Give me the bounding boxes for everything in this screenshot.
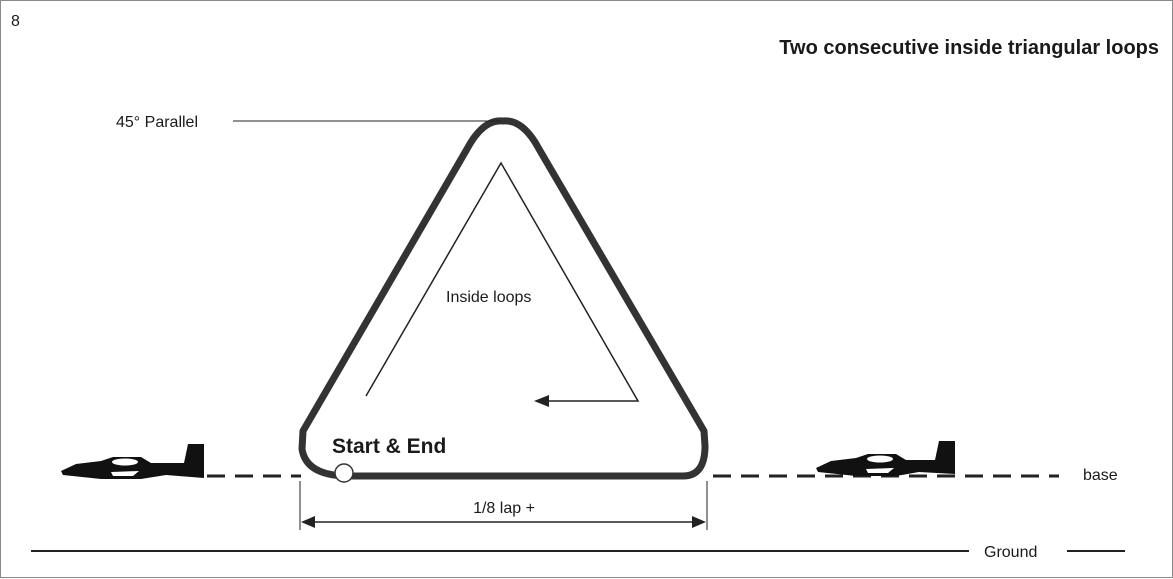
lap-arrowhead-right bbox=[692, 516, 706, 528]
figure-title: Two consecutive inside triangular loops bbox=[779, 37, 1159, 59]
parallel-label: 45° Parallel bbox=[116, 114, 198, 131]
start-end-marker bbox=[334, 463, 354, 483]
figure-number: 8 bbox=[11, 13, 20, 30]
inside-loops-label: Inside loops bbox=[446, 289, 531, 306]
start-end-label: Start & End bbox=[332, 435, 446, 458]
direction-arrowhead bbox=[534, 395, 549, 407]
lap-arrowhead-left bbox=[301, 516, 315, 528]
airplane-silhouette-icon bbox=[816, 441, 955, 476]
triangular-loop-path bbox=[298, 117, 709, 480]
lap-label: 1/8 lap + bbox=[473, 500, 535, 517]
base-label: base bbox=[1083, 467, 1118, 484]
inside-loop-direction-line bbox=[365, 161, 640, 402]
airplane-silhouette-icon bbox=[61, 444, 204, 479]
ground-label: Ground bbox=[984, 544, 1037, 561]
